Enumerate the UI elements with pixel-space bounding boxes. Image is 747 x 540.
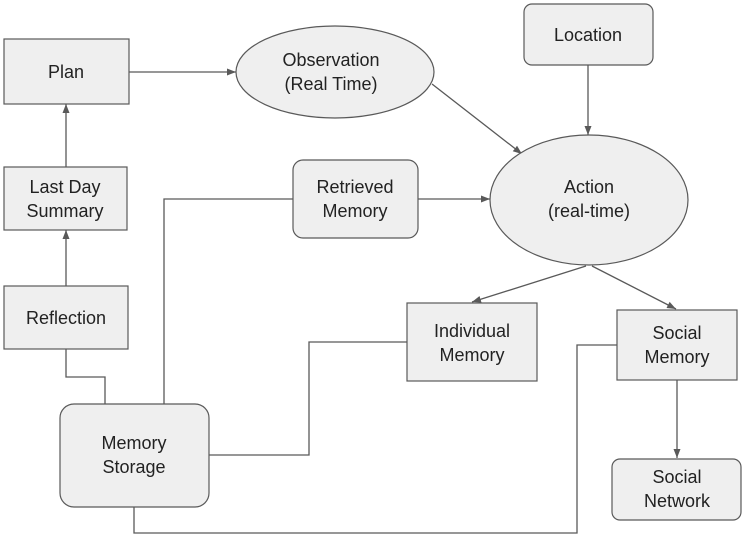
observation-label-line: (Real Time) (284, 74, 377, 94)
connector-memory-storage-to-social-memory (133, 344, 617, 534)
plan-box (3, 38, 130, 105)
connector-action-to-individual-memory (471, 265, 587, 303)
action-label-line: (real-time) (548, 201, 630, 221)
plan-label: Plan (48, 62, 84, 82)
individual-memory-label-line: Individual (434, 321, 510, 341)
social-memory-label-line: Memory (644, 347, 709, 367)
individual-memory-label-line: Memory (439, 345, 504, 365)
connector-memory-storage-to-individual-memory (209, 341, 407, 456)
plan-label-line: Plan (48, 62, 84, 82)
node-layer: Plan Observation (Real Time) Location Las… (3, 3, 742, 521)
connector-action-to-social-memory (591, 265, 677, 310)
social-network-label-line: Network (644, 491, 711, 511)
last-day-summary-label-line: Summary (26, 201, 103, 221)
connector-memory-storage-to-reflection (65, 349, 106, 404)
individual-memory-box (406, 302, 538, 382)
connector-observation-to-action (431, 83, 523, 155)
memory-storage-label-line: Memory (101, 433, 166, 453)
observation-label-line: Observation (282, 50, 379, 70)
last-day-summary-label-line: Last Day (29, 177, 100, 197)
location-label-line: Location (554, 25, 622, 45)
reflection-label-line: Reflection (26, 308, 106, 328)
location-label: Location (554, 25, 622, 45)
observation-ellipse (235, 25, 435, 119)
connector-layer (62, 65, 681, 534)
social-memory-label-line: Social (652, 323, 701, 343)
reflection-label: Reflection (26, 308, 106, 328)
retrieved-memory-label-line: Memory (322, 201, 387, 221)
action-label-line: Action (564, 177, 614, 197)
reflection-box (3, 285, 129, 350)
retrieved-memory-box (292, 159, 419, 239)
social-network-label-line: Social (652, 467, 701, 487)
last-day-summary-box (3, 166, 128, 231)
observation-label: Observation (Real Time) (282, 50, 379, 94)
connector-memory-storage-to-retrieved-memory (163, 198, 293, 404)
social-network-box (611, 458, 742, 521)
social-memory-box (616, 309, 738, 381)
location-box (523, 3, 654, 66)
action-ellipse (489, 134, 689, 266)
memory-storage-label-line: Storage (102, 457, 165, 477)
memory-storage-box (59, 403, 210, 508)
action-label: Action (real-time) (548, 177, 630, 221)
retrieved-memory-label-line: Retrieved (316, 177, 393, 197)
